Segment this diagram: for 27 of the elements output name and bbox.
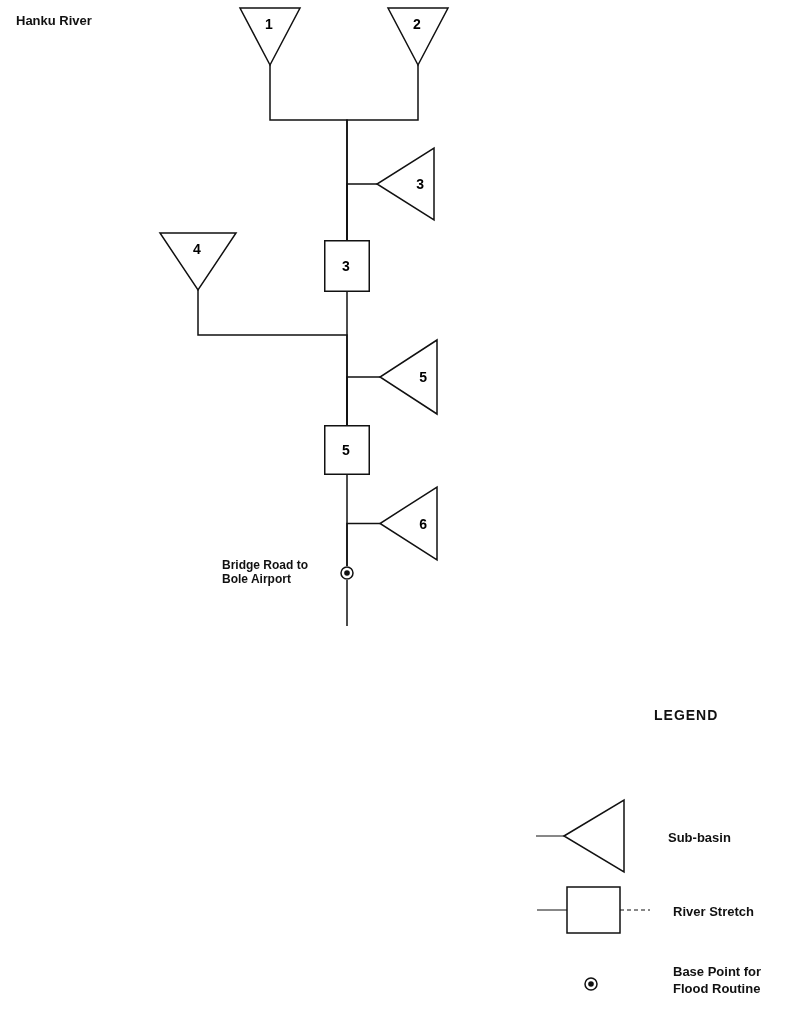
legend-heading: LEGEND: [654, 708, 719, 722]
river-line: [346, 522, 381, 567]
sub-basin-triangle: [377, 148, 434, 220]
node-number: 1: [265, 16, 273, 32]
sub-basin-triangle: [160, 233, 236, 290]
base-point-marker: [340, 566, 354, 580]
legend-text: Sub-basin: [668, 829, 732, 846]
sub-basin-triangle: [380, 487, 437, 560]
sub-basin-triangle: [388, 8, 448, 65]
river-line: [346, 376, 381, 426]
river-stretch-box: [324, 240, 370, 292]
node-number: 5: [419, 369, 427, 385]
node-number: 6: [419, 515, 427, 532]
node-number: 4: [193, 241, 201, 257]
node-number: 3: [416, 176, 424, 192]
location-label: Bridge Road to Bole Airport: [222, 558, 309, 586]
sub-basin-triangle: [240, 8, 300, 65]
legend-text: Base Point for Flood Routine: [673, 963, 763, 997]
river-line: [346, 579, 348, 627]
node-number: 5: [342, 442, 350, 458]
legend-text: River Stretch: [673, 903, 755, 920]
river-line: [346, 183, 378, 241]
river-name-title: Hanku River: [16, 14, 92, 28]
node-number: 2: [413, 16, 421, 32]
sub-basin-triangle: [380, 340, 437, 414]
node-number: 3: [342, 258, 350, 274]
river-stretch-box: [324, 425, 370, 475]
